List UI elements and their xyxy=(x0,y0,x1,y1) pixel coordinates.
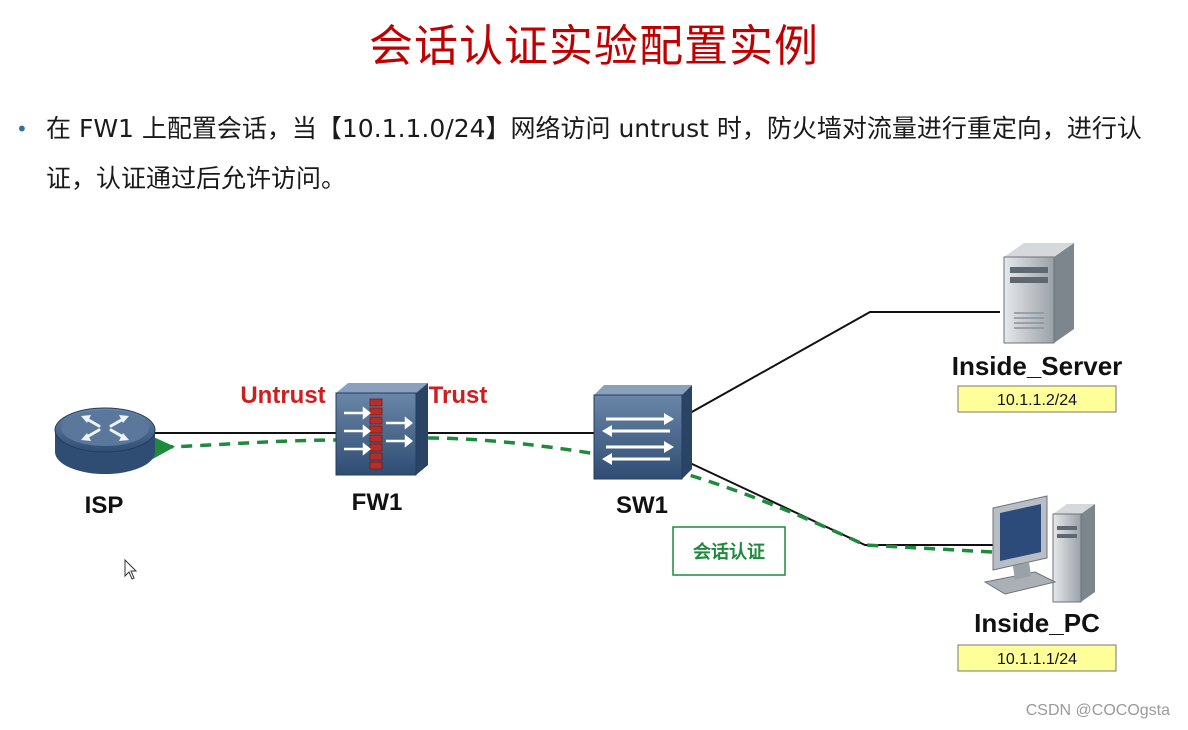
session-auth-box xyxy=(672,526,786,576)
label-sw1: SW1 xyxy=(616,492,668,519)
cursor-icon xyxy=(124,558,138,580)
switch-icon xyxy=(593,385,692,480)
ip-server-text: 10.1.1.2/24 xyxy=(997,392,1077,409)
bullet-text: • 在 FW1 上配置会话，当【10.1.1.0/24】网络访问 untrust… xyxy=(16,104,1176,204)
link-sw1-server xyxy=(689,311,1000,414)
page-title: 会话认证实验配置实例 xyxy=(369,21,819,72)
label-fw1: FW1 xyxy=(352,489,403,516)
bullet-content: 在 FW1 上配置会话，当【10.1.1.0/24】网络访问 untrust 时… xyxy=(46,114,1142,193)
label-inside-server: Inside_Server xyxy=(952,351,1123,381)
bullet-dot: • xyxy=(16,117,28,141)
server-icon xyxy=(1003,243,1074,344)
session-auth-text: 会话认证 xyxy=(693,541,765,563)
zone-trust-label: Trust xyxy=(429,382,488,409)
zone-untrust-label: Untrust xyxy=(240,382,325,409)
link-sw1-pc xyxy=(689,462,1000,546)
label-inside-pc: Inside_PC xyxy=(974,608,1100,638)
ip-pc-text: 10.1.1.1/24 xyxy=(997,651,1077,668)
pc-icon xyxy=(983,495,1095,603)
router-icon xyxy=(54,407,156,474)
links xyxy=(155,311,1000,546)
watermark: CSDN @COCOgsta xyxy=(1025,702,1170,719)
ip-box-pc xyxy=(957,644,1117,672)
ip-box-server xyxy=(957,385,1117,413)
session-flow-path xyxy=(139,430,993,554)
firewall-icon xyxy=(335,383,428,476)
label-isp: ISP xyxy=(85,492,124,519)
